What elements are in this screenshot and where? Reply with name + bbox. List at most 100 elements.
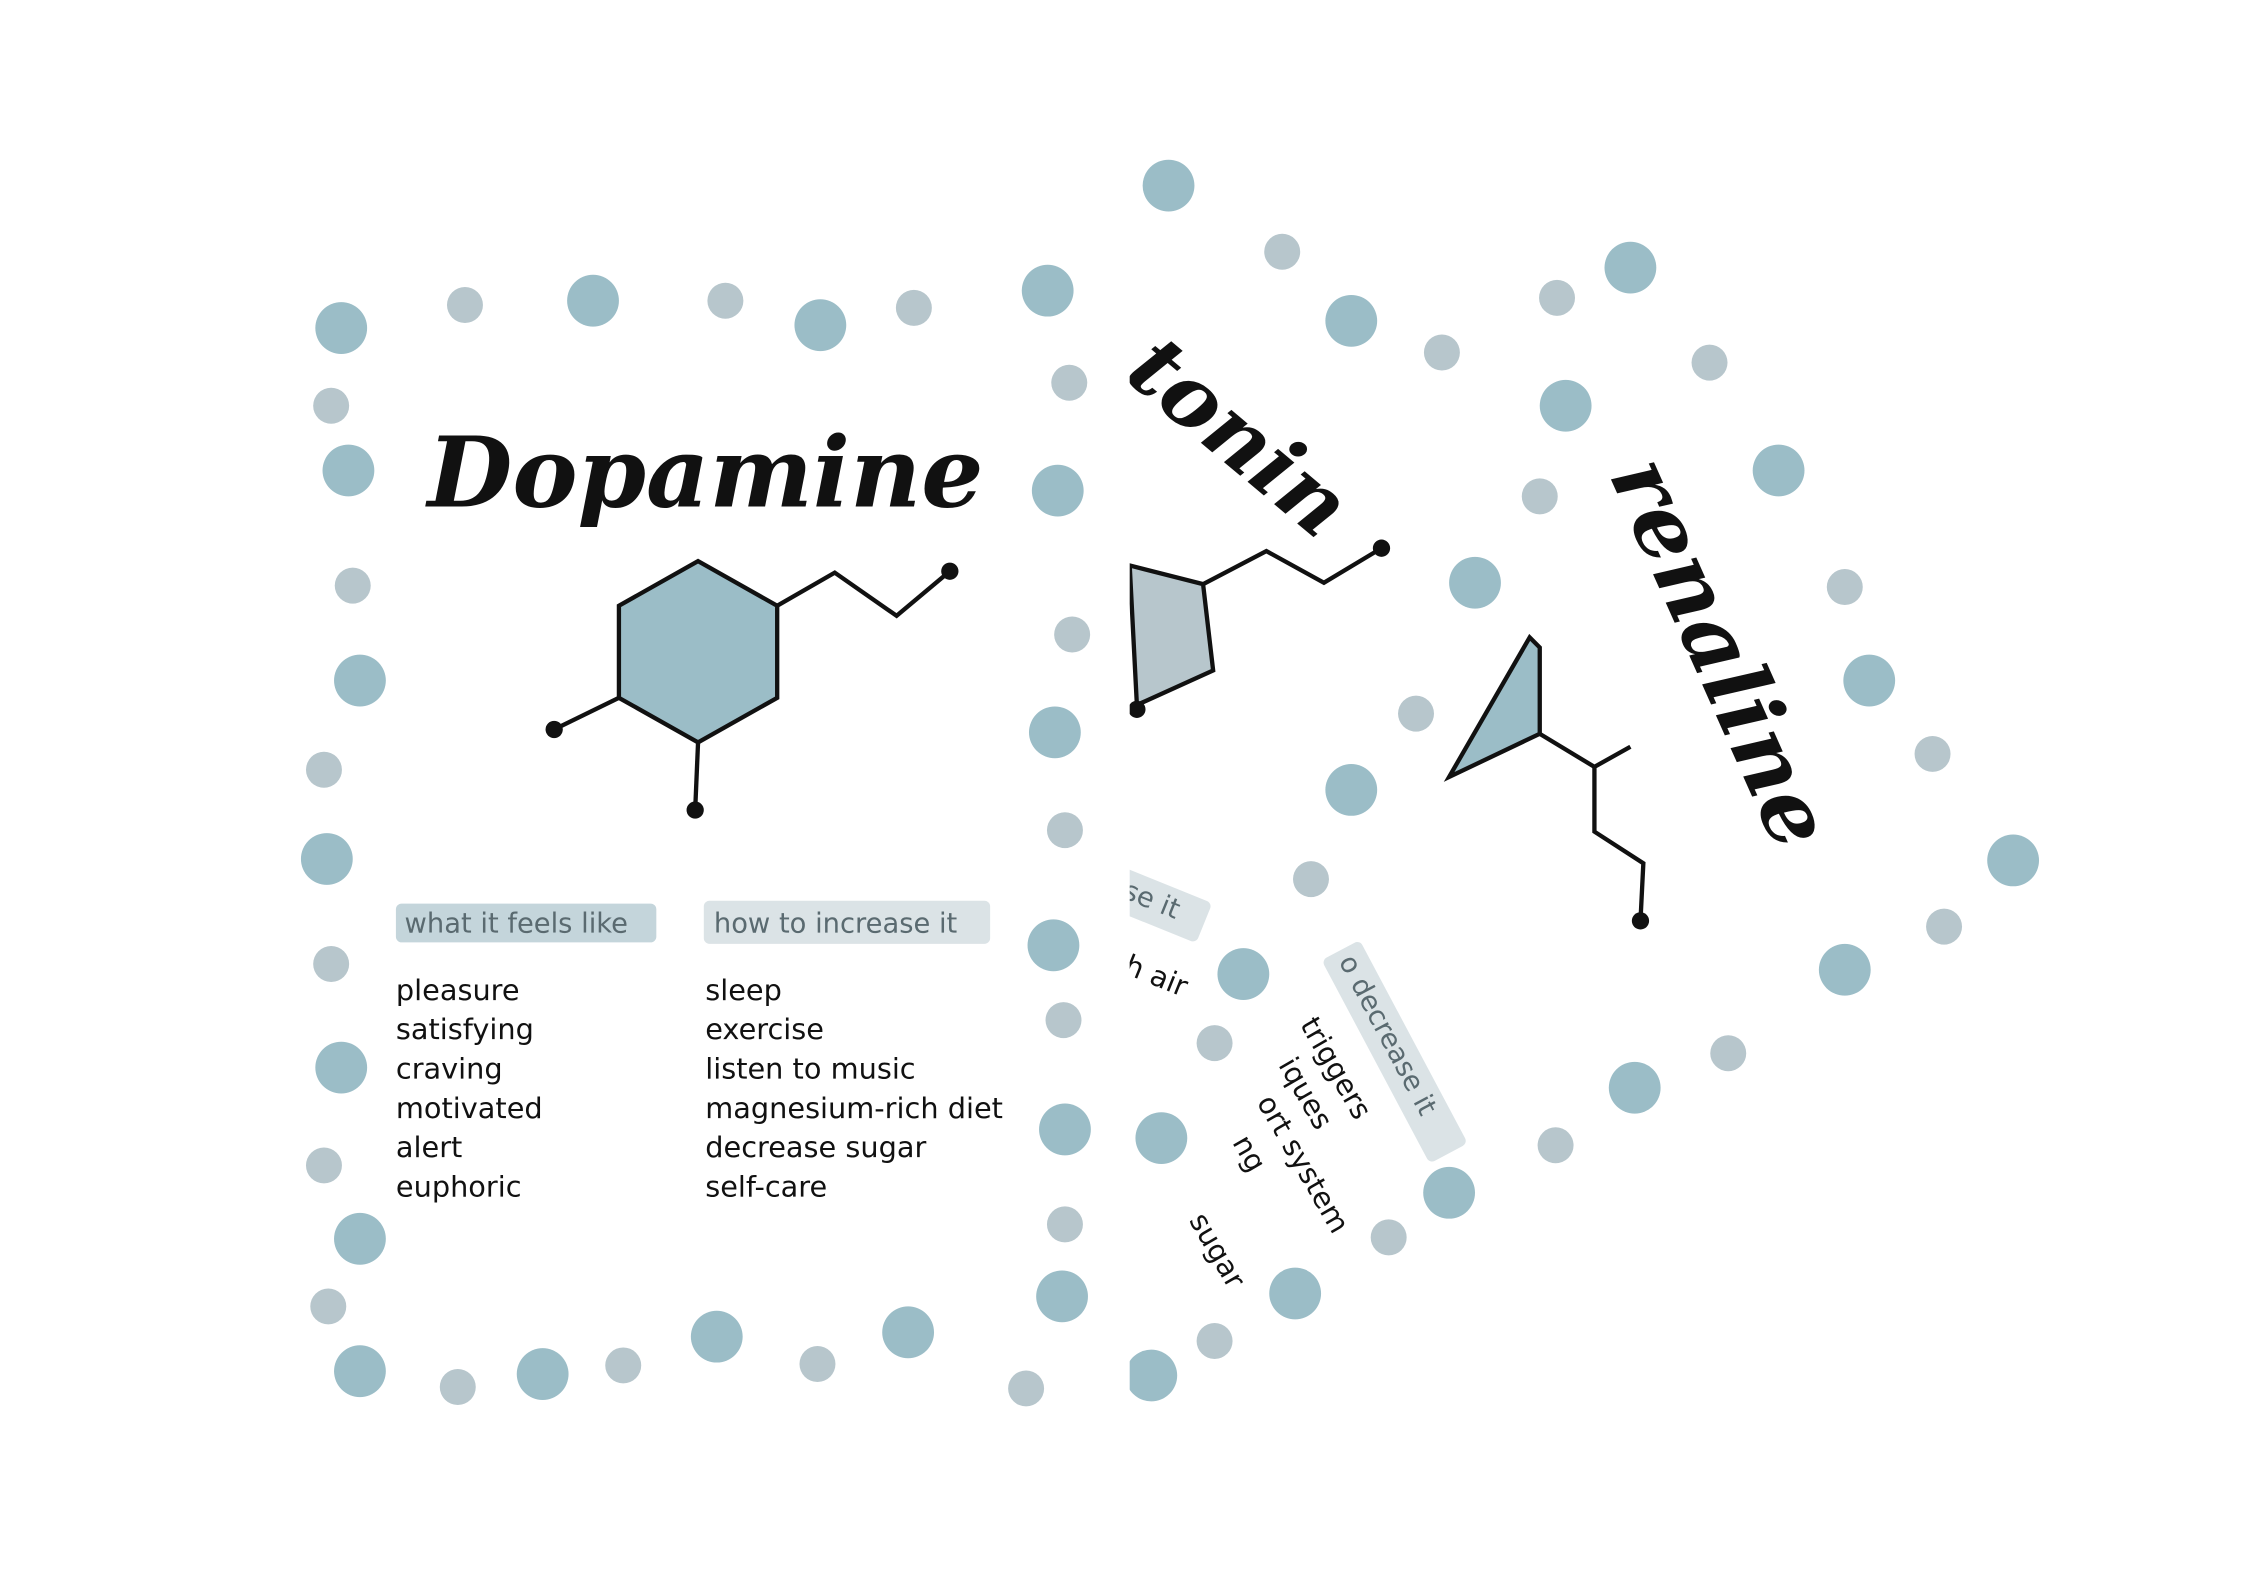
increase-list-item: exercise xyxy=(705,1012,824,1046)
decorative-dot xyxy=(1045,1002,1082,1039)
decorative-dot xyxy=(882,1306,935,1359)
decorative-dot xyxy=(334,654,386,707)
molecule-bond xyxy=(1538,731,1632,770)
decorative-dot xyxy=(1269,1267,1322,1320)
decorative-dot xyxy=(1039,1103,1091,1156)
feels-list-item: euphoric xyxy=(396,1169,522,1203)
decorative-dot xyxy=(334,1212,386,1265)
header-highlight xyxy=(1323,942,1466,1162)
molecule-bond xyxy=(1202,546,1383,587)
decorative-dot xyxy=(446,287,483,324)
feels-list-item: satisfying xyxy=(396,1012,534,1046)
dopamine-card-background xyxy=(0,0,1129,1587)
adrenaline-item: ng xyxy=(1226,1129,1274,1178)
decorative-dot xyxy=(1196,1025,1233,1062)
decorative-dot xyxy=(605,1347,642,1384)
increase-list-item: sleep xyxy=(705,973,782,1007)
increase-header: how to increase it xyxy=(714,908,958,939)
decorative-dot xyxy=(1046,812,1083,849)
decorative-dot xyxy=(439,1369,476,1405)
decorative-dot xyxy=(315,1041,368,1094)
dopamine-title: Dopamine xyxy=(425,415,984,530)
molecule-atom xyxy=(686,801,704,819)
decorative-dot xyxy=(1843,654,1896,707)
decorative-dot xyxy=(1752,444,1805,497)
adrenaline-card: renaline o decrease it triggers iques or… xyxy=(1183,441,1854,1294)
molecule-bond xyxy=(553,695,620,732)
decorative-dot xyxy=(1423,1166,1476,1219)
dopamine-molecule xyxy=(545,558,959,819)
decorative-dot xyxy=(315,302,368,354)
decorative-dot xyxy=(1691,344,1728,381)
adrenaline-item: sugar xyxy=(1183,1207,1253,1294)
decorative-dot xyxy=(1217,948,1270,1000)
increase-list-item: listen to music xyxy=(705,1052,915,1086)
decorative-dot xyxy=(334,567,371,604)
decorative-dot xyxy=(1710,1035,1747,1072)
molecule-ring xyxy=(1443,633,1542,782)
decorative-dot xyxy=(1818,943,1871,996)
molecule-atom xyxy=(545,720,563,739)
feels-list-item: motivated xyxy=(396,1091,543,1125)
decorative-dot xyxy=(1125,1349,1178,1402)
feels-header-highlight xyxy=(395,903,657,943)
decorative-dot xyxy=(313,387,350,424)
decorative-dot xyxy=(1604,241,1657,294)
decorative-dot xyxy=(1264,233,1301,270)
feels-list: pleasuresatisfyingcravingmotivatedalerte… xyxy=(396,973,543,1203)
increase-list-item: magnesium-rich diet xyxy=(705,1091,1003,1125)
serotonin-molecule xyxy=(1127,539,1391,718)
decorative-dot xyxy=(1036,1270,1088,1323)
molecule-bond xyxy=(776,569,952,619)
adrenaline-card-dots xyxy=(1423,241,2040,1219)
decorative-dot xyxy=(334,1345,386,1398)
decorative-dot xyxy=(1196,1322,1233,1359)
decorative-dot xyxy=(313,946,350,982)
decorative-dot xyxy=(799,1346,836,1382)
decorative-dot xyxy=(1292,861,1329,898)
decorative-dot xyxy=(305,751,342,788)
feels-list-item: alert xyxy=(396,1130,462,1164)
decorative-dot xyxy=(1054,616,1091,653)
feels-list-item: craving xyxy=(396,1052,503,1086)
decorative-dot xyxy=(1008,1370,1045,1407)
decorative-dot xyxy=(794,299,847,352)
dopamine-card: Dopamine what it feels like how to incre… xyxy=(395,415,1003,1203)
increase-list-item: decrease sugar xyxy=(705,1130,926,1164)
decorative-dot xyxy=(1987,834,2040,887)
molecule-ring xyxy=(1127,562,1216,709)
decorative-dot xyxy=(1398,695,1435,732)
decorative-dot xyxy=(516,1348,569,1400)
decorative-dot xyxy=(1027,919,1080,972)
decorative-dot xyxy=(1021,264,1074,317)
decorative-dot xyxy=(1539,279,1576,316)
dopamine-card-dots xyxy=(300,264,1091,1407)
decorative-dot xyxy=(707,282,744,319)
decorative-dot xyxy=(1051,364,1088,401)
decorative-dot xyxy=(322,444,375,497)
increase-list-item: self-care xyxy=(705,1169,827,1203)
molecule-bond xyxy=(693,742,701,811)
decorative-dot xyxy=(1521,478,1558,515)
molecule-atom xyxy=(1128,700,1146,718)
decorative-dot xyxy=(1423,334,1460,371)
decorative-dot xyxy=(1031,464,1084,517)
adrenaline-title: renaline xyxy=(1589,441,1854,863)
decorative-dot xyxy=(1046,1206,1083,1243)
molecule-bond xyxy=(1592,766,1646,921)
increase-list: sleep exercise listen to music magnesium-ri… xyxy=(705,973,1003,1203)
decorative-dot xyxy=(1028,706,1081,759)
molecule-atom xyxy=(941,562,959,580)
decorative-dot xyxy=(1539,379,1592,432)
decorative-dot xyxy=(1914,735,1951,772)
decorative-dot xyxy=(1926,908,1963,945)
decorative-dot xyxy=(1135,1112,1188,1164)
decorative-dot xyxy=(1325,294,1378,347)
molecule-atom xyxy=(1372,539,1391,557)
decorative-dot xyxy=(305,1147,342,1184)
molecule-atom xyxy=(1631,912,1650,930)
decorative-dot xyxy=(1142,159,1195,212)
decorative-dot xyxy=(1449,556,1501,609)
decorative-dot xyxy=(567,274,619,327)
